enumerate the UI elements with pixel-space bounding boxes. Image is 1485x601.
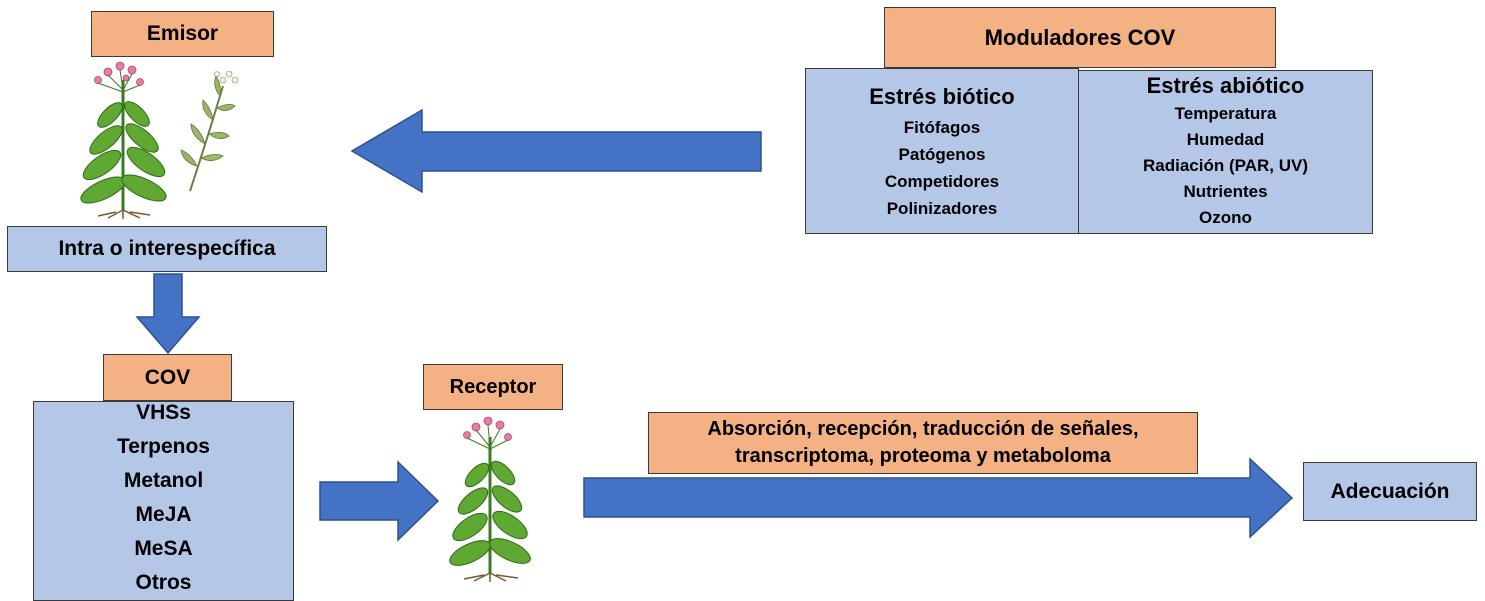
- tobacco-plant-icon: [80, 61, 167, 219]
- cov-list-box: VHSs Terpenos Metanol MeJA MeSA Otros: [33, 401, 294, 601]
- estres-biotico-title: Estrés biótico: [869, 84, 1015, 109]
- adecuacion-box: Adecuación: [1303, 462, 1477, 521]
- cov-item: Terpenos: [117, 435, 210, 458]
- cov-item: Otros: [135, 571, 192, 594]
- arrow-right-to-adecuacion: [583, 457, 1294, 539]
- proceso-line: Absorción, recepción, traducción de seña…: [707, 418, 1139, 440]
- abiotico-item: Radiación (PAR, UV): [1143, 156, 1308, 175]
- cov-item: MeSA: [134, 537, 193, 560]
- adecuacion-text: Adecuación: [1330, 479, 1450, 503]
- abiotico-item: Temperatura: [1174, 104, 1277, 123]
- estres-biotico-box: Estrés biótico Fitófagos Patógenos Compe…: [805, 68, 1079, 234]
- cov-item: MeJA: [135, 503, 192, 526]
- estres-abiotico-box: Estrés abiótico Temperatura Humedad Radi…: [1078, 70, 1373, 234]
- emisor-title: Emisor: [91, 11, 274, 57]
- arrow-left-to-emisor: [350, 108, 762, 194]
- abiotico-item: Humedad: [1186, 130, 1265, 149]
- proceso-line: transcriptoma, proteoma y metaboloma: [735, 445, 1111, 467]
- biotico-item: Fitófagos: [903, 118, 981, 137]
- moduladores-title: Moduladores COV: [884, 7, 1276, 68]
- abiotico-item: Ozono: [1199, 208, 1252, 227]
- proceso-box: Absorción, recepción, traducción de seña…: [648, 412, 1198, 474]
- cov-title-text: COV: [144, 365, 191, 389]
- cov-title: COV: [103, 354, 232, 401]
- receptor-title-text: Receptor: [449, 375, 537, 398]
- cov-item: VHSs: [136, 401, 191, 424]
- emisor-title-text: Emisor: [146, 22, 219, 45]
- biotico-item: Patógenos: [898, 145, 986, 164]
- biotico-item: Competidores: [884, 172, 1000, 191]
- cov-item: Metanol: [123, 469, 204, 492]
- moduladores-title-text: Moduladores COV: [984, 24, 1176, 50]
- estres-abiotico-title: Estrés abiótico: [1146, 73, 1305, 98]
- emisor-relation-box: Intra o interespecífica: [7, 226, 327, 272]
- arrow-right-to-receptor: [319, 460, 440, 542]
- wild-herb-icon: [180, 70, 239, 192]
- biotico-item: Polinizadores: [886, 199, 998, 218]
- arrow-down-to-cov: [135, 273, 201, 355]
- emisor-relation-text: Intra o interespecífica: [58, 237, 276, 260]
- receptor-title: Receptor: [423, 364, 563, 410]
- tobacco-plant-icon: [449, 416, 531, 582]
- abiotico-item: Nutrientes: [1183, 182, 1268, 201]
